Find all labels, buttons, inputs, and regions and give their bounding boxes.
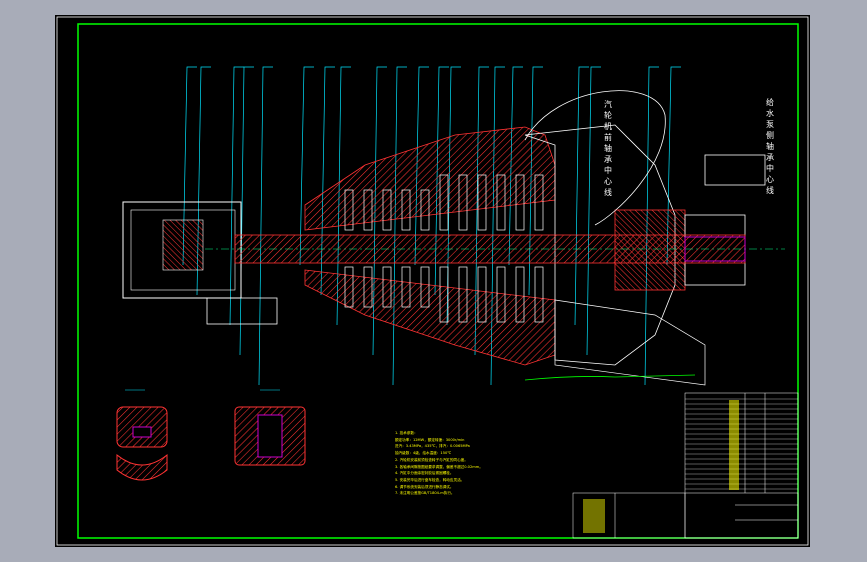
blade-stage (382, 266, 392, 308)
blade-stage (363, 266, 373, 308)
blade-stage (477, 266, 487, 323)
note-line: 进汽：3.43MPa，435℃，排汽：0.0065MPa (395, 444, 470, 449)
blade-stage (401, 189, 411, 231)
rotor-blade-stages (344, 174, 544, 323)
outer-border (56, 16, 809, 546)
blade-stage (515, 266, 525, 323)
blade-stage (420, 266, 430, 308)
inner-border (77, 23, 799, 539)
leader-line (239, 66, 254, 356)
leader-line (229, 66, 244, 326)
parts-list-entries (729, 400, 739, 490)
technical-notes: 1. 技术参数： 额定功率：12MW，额定转速：3000r/min 进汽：3.4… (395, 430, 483, 497)
leader-line (586, 66, 601, 356)
leader-line (258, 66, 273, 386)
steam-pipe (524, 90, 666, 226)
blade-stage (534, 266, 544, 323)
title-block (572, 392, 799, 539)
blade-stage (382, 189, 392, 231)
leader-line (196, 66, 211, 296)
blade-stage (496, 266, 506, 323)
leader-line (574, 66, 589, 326)
blade-stage (439, 266, 449, 323)
parts-list-rows (685, 398, 798, 490)
blade-stage (534, 174, 544, 231)
blade-stage (420, 189, 430, 231)
blade-stage (401, 266, 411, 308)
revision-entries (583, 499, 605, 533)
detail-view-2 (234, 389, 306, 466)
note-line: 抽汽级数：4级，给水温度：150℃ (395, 451, 452, 456)
blade-stage (363, 189, 373, 231)
detail-view-1 (116, 389, 168, 481)
note-line: 2. 汽轮机安装前须检查转子与汽缸的同心度。 (395, 457, 468, 462)
leader-line (392, 66, 407, 386)
blade-stage (477, 174, 487, 231)
note-line: 额定功率：12MW，额定转速：3000r/min (395, 437, 465, 442)
note-line: 4. 汽缸中分面涂密封胶后紧固螺栓。 (395, 471, 454, 476)
turbine-section-drawing (56, 16, 809, 546)
leader-line (434, 66, 449, 296)
blade-stage (458, 266, 468, 323)
cad-drawing-viewport[interactable]: 汽轮机前轴承中心线 给水泵侧轴承中心线 1. 技术参数： 额定功率：12MW，额… (55, 15, 810, 547)
front-bearing-centerline-label: 汽轮机前轴承中心线 (604, 100, 612, 197)
blade-stage (344, 266, 354, 308)
note-line: 5. 安装完毕后进行盘车检查，转动应灵活。 (395, 477, 465, 482)
note-line: 3. 各轴承间隙按图纸要求调整，偏差不超过0.02mm。 (395, 464, 483, 469)
note-line: 6. 调节系统安装后须进行静态调试。 (395, 484, 454, 489)
blade-stage (496, 174, 506, 231)
rear-bearing-centerline-label: 给水泵侧轴承中心线 (766, 98, 774, 195)
blade-stage (344, 189, 354, 231)
blade-stage (515, 174, 525, 231)
blade-stage (439, 174, 449, 231)
leader-line (299, 66, 314, 266)
leader-line (490, 66, 505, 386)
note-line: 1. 技术参数： (395, 431, 418, 435)
leader-line (528, 66, 543, 296)
blade-stage (458, 174, 468, 231)
leader-line (182, 66, 197, 266)
turbine-casing-section (122, 124, 785, 386)
note-line: 7. 未注明公差按GB/T1804-m执行。 (395, 491, 455, 496)
